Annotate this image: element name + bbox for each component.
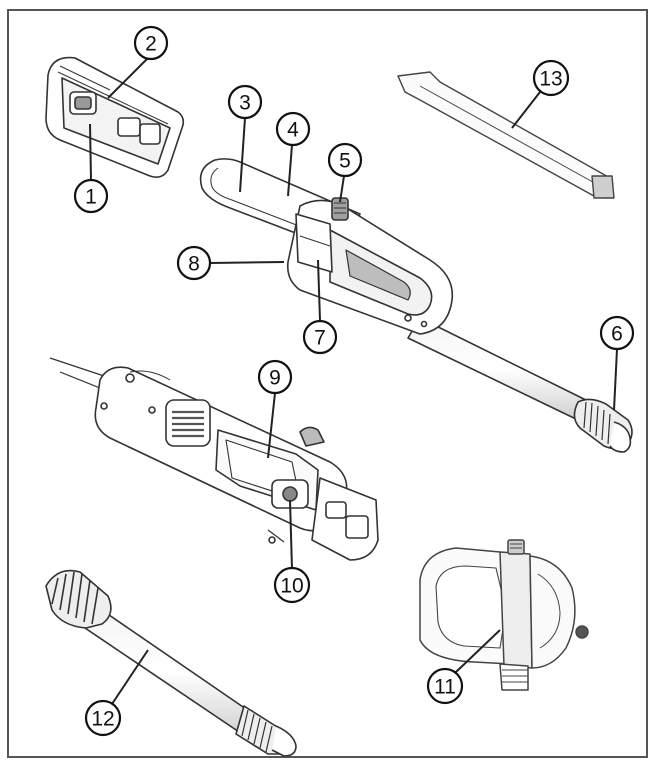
- callout-label-11: 11: [434, 676, 456, 699]
- callout-13: 13: [532, 59, 570, 97]
- callout-10: 10: [273, 566, 311, 604]
- leader-10: [289, 499, 293, 570]
- callout-label-13: 13: [539, 68, 562, 91]
- callout-12: 12: [84, 699, 122, 737]
- leader-9: [267, 392, 276, 459]
- leader-4: [287, 144, 293, 197]
- diagram-frame: [7, 9, 648, 758]
- callout-label-7: 7: [314, 327, 326, 350]
- callout-label-9: 9: [269, 367, 281, 390]
- callout-5: 5: [327, 142, 363, 178]
- callouts: 1 2 3 4 5 6 7 8 9 10 11 12 13: [73, 25, 635, 737]
- leader-5: [339, 175, 345, 203]
- callout-2: 2: [133, 25, 169, 61]
- leader-1: [89, 123, 92, 181]
- motor-housing: [419, 539, 589, 691]
- callout-9: 9: [257, 359, 293, 395]
- callout-label-10: 10: [280, 575, 303, 598]
- extension-pole: [45, 569, 297, 757]
- leader-8: [209, 261, 285, 264]
- callout-label-5: 5: [339, 150, 351, 173]
- callout-4: 4: [275, 111, 311, 147]
- callout-6: 6: [599, 315, 635, 351]
- leader-2: [107, 57, 149, 99]
- chainsaw-head: [199, 158, 633, 453]
- callout-3: 3: [227, 84, 263, 120]
- callout-label-12: 12: [91, 708, 114, 731]
- callout-label-2: 2: [145, 33, 157, 56]
- callout-label-1: 1: [85, 186, 97, 209]
- chain-guard-sheath: [45, 56, 185, 178]
- leader-6: [613, 348, 618, 411]
- callout-11: 11: [426, 667, 464, 705]
- callout-label-8: 8: [188, 253, 200, 276]
- callout-7: 7: [302, 319, 338, 355]
- leader-11: [455, 629, 501, 673]
- callout-label-4: 4: [287, 119, 299, 142]
- callout-label-3: 3: [239, 92, 251, 115]
- leader-3: [239, 117, 246, 193]
- motor-unit-underside: [49, 357, 379, 561]
- leader-7: [317, 259, 321, 322]
- spanner-tool: [397, 71, 615, 199]
- leader-12: [111, 649, 149, 705]
- callout-label-6: 6: [611, 323, 623, 346]
- callout-8: 8: [176, 245, 212, 281]
- leader-13: [511, 91, 541, 129]
- leader-lines: [89, 57, 618, 705]
- callout-1: 1: [73, 178, 109, 214]
